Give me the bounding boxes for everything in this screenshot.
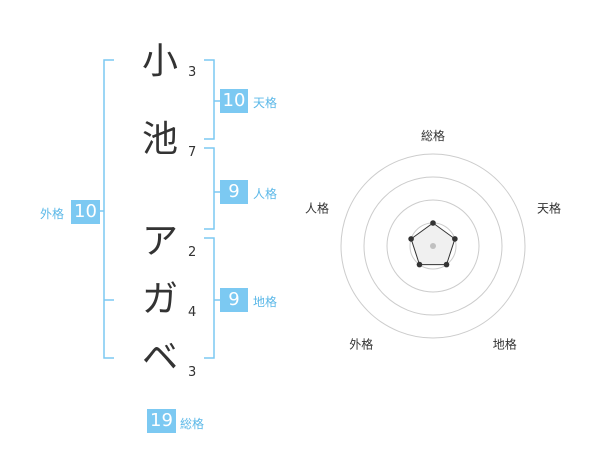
- name-char-5: ベ: [142, 337, 179, 378]
- radar-point-tenkaku: [452, 236, 458, 242]
- stroke-count-5: 3: [188, 365, 197, 380]
- radar-point-jinkaku: [408, 236, 414, 242]
- radar-point-chikaku: [443, 261, 450, 268]
- chikaku-label: 地格: [253, 295, 278, 309]
- radar-label-tenkaku: 天格: [537, 200, 561, 215]
- stroke-count-2: 7: [188, 145, 197, 160]
- gaikaku-label: 外格: [40, 207, 65, 221]
- chikaku-bracket: [204, 237, 215, 359]
- jinkaku-label: 人格: [253, 187, 278, 201]
- radar-label-soukaku: 総格: [421, 128, 445, 143]
- radar-polygon: [410, 222, 456, 266]
- stroke-count-1: 3: [188, 65, 197, 80]
- stroke-count-4: 4: [188, 305, 197, 320]
- radar-center: [430, 243, 436, 249]
- name-char-1: 小: [142, 41, 179, 82]
- radar-point-gaikaku: [416, 261, 423, 268]
- gaikaku-value-badge: 10: [71, 200, 100, 224]
- tenkaku-label: 天格: [253, 96, 278, 110]
- soukaku-label: 総格: [180, 417, 205, 431]
- radar-label-jinkaku: 人格: [305, 200, 329, 215]
- name-char-2: 池: [142, 119, 179, 160]
- stroke-count-3: 2: [188, 245, 197, 260]
- chikaku-value-badge: 9: [220, 288, 248, 312]
- radar-label-gaikaku: 外格: [349, 337, 373, 352]
- radar-ring-3: [363, 176, 503, 316]
- name-char-4: ガ: [142, 279, 179, 320]
- tenkaku-value-badge: 10: [220, 89, 248, 113]
- name-char-3: ア: [142, 221, 179, 262]
- gaikaku-bracket: [103, 59, 114, 359]
- jinkaku-value-badge: 9: [220, 180, 248, 204]
- radar-ring-2: [386, 199, 480, 293]
- radar-ring-4: [340, 153, 526, 339]
- jinkaku-bracket: [204, 147, 215, 230]
- tenkaku-bracket: [204, 59, 215, 140]
- radar-label-chikaku: 地格: [493, 337, 517, 352]
- radar-point-soukaku: [430, 220, 436, 226]
- soukaku-value-badge: 19: [147, 409, 176, 433]
